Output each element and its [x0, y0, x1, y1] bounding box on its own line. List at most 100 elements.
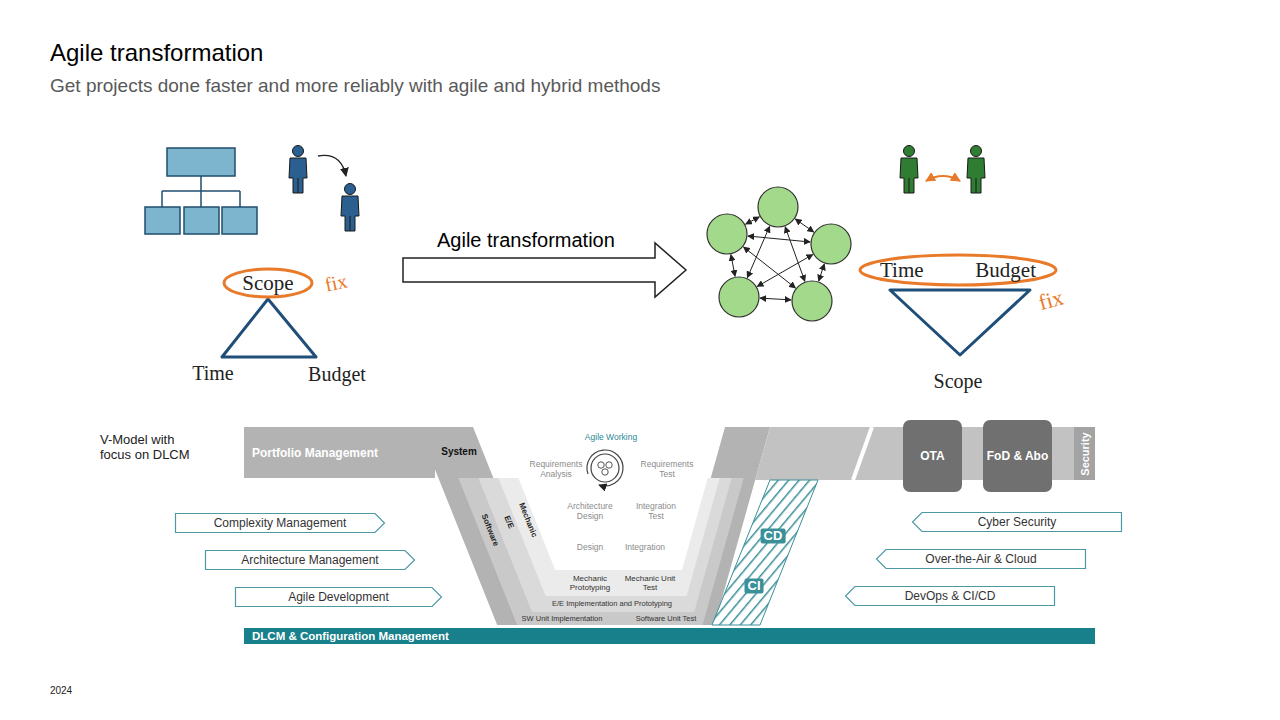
icon-gear: [598, 462, 604, 468]
person-head: [971, 146, 982, 157]
icon-gear: [606, 462, 612, 468]
node-text: Complexity Management: [214, 516, 347, 530]
v-layer: [458, 478, 743, 625]
section-label: V-Model with focus on DLCM: [100, 433, 200, 463]
title: Agile transformation: [50, 39, 263, 67]
org-box: [184, 207, 219, 234]
topic-arrow: Cyber Security: [912, 512, 1122, 532]
org-line: [200, 191, 202, 207]
phase-label: Mechanic Unit Test: [624, 574, 676, 592]
feature-box: FoD & Abo: [983, 420, 1052, 492]
network-link: [757, 254, 813, 286]
person-head: [293, 146, 304, 157]
person-figure: [289, 146, 307, 194]
person-head: [904, 146, 915, 157]
handover-arrow: [318, 155, 346, 176]
agile-working-icon: [587, 450, 623, 486]
ci-cd-strip: [712, 480, 818, 625]
phase-label: Architecture Design: [564, 502, 616, 522]
node-text: Cyber Security: [978, 515, 1057, 529]
org-box: [145, 207, 180, 234]
footer-year: 2024: [50, 685, 72, 697]
v-layer: [518, 478, 707, 570]
topic-arrow: Over-the-Air & Cloud: [876, 549, 1086, 569]
network-link: [819, 264, 825, 281]
illustration: [145, 146, 1095, 626]
fix-note: fix: [323, 269, 350, 296]
portfolio-band: Portfolio Management: [244, 427, 420, 478]
org-box: [167, 148, 235, 176]
person-body: [289, 158, 307, 193]
person-body: [341, 196, 359, 231]
security-band: Security: [1074, 427, 1095, 480]
node-text: Scope: [242, 272, 293, 294]
person-legs: [909, 178, 910, 193]
iron-triangle: [222, 299, 316, 357]
org-chart: [145, 148, 257, 234]
phase-label: E/E Implementation and Prototyping: [552, 600, 672, 609]
node-text: Over-the-Air & Cloud: [925, 552, 1036, 566]
team-circle: [719, 277, 759, 317]
phase-label: Design: [577, 543, 603, 553]
arrow-outline: [846, 587, 1055, 606]
node-text: Agile transformation: [400, 226, 692, 252]
person-legs: [298, 178, 299, 193]
arrow-outline: [206, 551, 415, 570]
topic-arrow: Complexity Management: [175, 513, 385, 533]
fix-note: fix: [1036, 285, 1066, 316]
node-text: DevOps & CI/CD: [905, 589, 996, 603]
subtitle: Get projects done faster and more reliab…: [50, 75, 660, 97]
topic-arrow: Agile Development: [235, 587, 442, 607]
agile-network: [707, 187, 851, 321]
network-link: [795, 219, 814, 232]
person-body: [900, 158, 918, 193]
arrow-outline: [877, 550, 1086, 569]
icon-cycle: [587, 450, 623, 486]
node-text: FoD & Abo: [987, 449, 1049, 463]
org-line: [239, 191, 241, 207]
person-head: [345, 184, 356, 195]
phase-label: Integration: [625, 543, 665, 553]
person-figure: [967, 146, 985, 194]
phase-label: Integration Test: [631, 502, 681, 522]
ellipse-outline: [224, 269, 312, 297]
agile-label: Agile Working: [585, 433, 637, 443]
person-body: [967, 158, 985, 193]
ellipse-outline: [860, 255, 1056, 285]
phase-label: Requirements Analysis: [526, 460, 586, 480]
person-legs: [350, 216, 351, 231]
transformation-arrow: Agile transformation: [400, 226, 692, 302]
constraint-label: Time: [192, 362, 234, 385]
team-circle: [707, 214, 747, 254]
v-layer: [418, 427, 770, 625]
node-text: Security: [1079, 432, 1091, 475]
constraint-label: Scope: [934, 370, 983, 393]
node-text: Agile Development: [288, 590, 389, 604]
fixed-ellipse: Scope: [222, 267, 314, 299]
phase-label: Requirements Test: [639, 460, 695, 480]
constraint-label: Budget: [308, 363, 366, 386]
person-figure: [900, 146, 918, 194]
arrow-outline: [913, 513, 1122, 532]
pipeline-label: CD: [761, 529, 786, 544]
person-figure: [341, 184, 359, 232]
person-legs: [976, 178, 977, 193]
fixed-ellipse: TimeBudget: [858, 253, 1058, 287]
network-link: [785, 227, 805, 282]
org-line: [161, 191, 163, 207]
topic-arrow: DevOps & CI/CD: [845, 586, 1055, 606]
topic-arrow: Architecture Management: [205, 550, 415, 570]
exchange-arrow: [926, 176, 960, 181]
org-line: [200, 176, 202, 191]
phase-label: SW Unit Implementation: [522, 615, 603, 624]
arrow-outline: [236, 588, 442, 607]
arrow-outline: [403, 243, 686, 297]
dlcm-band: DLCM & Configuration Management: [244, 628, 1095, 644]
network-link: [731, 255, 735, 277]
team-circle: [758, 187, 798, 227]
pipeline-label: CI: [745, 579, 764, 594]
network-link: [747, 226, 769, 277]
node-text: Budget: [975, 259, 1036, 281]
